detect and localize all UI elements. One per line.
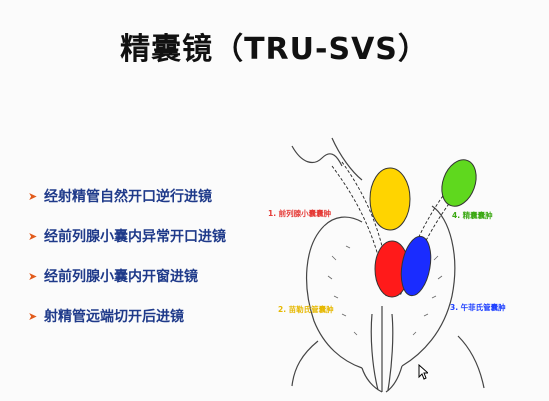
bullet-text: 经前列腺小囊内开窗进镜 <box>44 269 198 285</box>
label-mullerian-duct-cyst: 2. 苗勒氏管囊肿 <box>278 304 334 314</box>
mouse-pointer-icon <box>418 364 428 380</box>
bullet-text: 经射精管自然开口逆行进镜 <box>44 189 212 205</box>
label-wolffian-duct-cyst: 3. 午菲氏管囊肿 <box>450 302 506 312</box>
label-seminal-vesicle-cyst: 4. 精囊囊肿 <box>452 210 493 220</box>
arrow-right-icon: ➤ <box>28 229 38 243</box>
arrow-right-icon: ➤ <box>28 269 38 283</box>
label-prostatic-utricle-cyst: 1. 前列腺小囊囊肿 <box>268 208 332 218</box>
bullet-list: ➤ 经射精管自然开口逆行进镜 ➤ 经前列腺小囊内异常开口进镜 ➤ 经前列腺小囊内… <box>28 186 226 346</box>
bullet-item: ➤ 射精管远端切开后进镜 <box>28 306 226 326</box>
bullet-item: ➤ 经射精管自然开口逆行进镜 <box>28 186 226 206</box>
slide-title: 精囊镜（TRU-SVS） <box>120 32 429 67</box>
tissue-hatching <box>327 245 443 336</box>
bullet-item: ➤ 经前列腺小囊内异常开口进镜 <box>28 226 226 246</box>
anatomy-outline <box>291 137 485 393</box>
yellow-cyst <box>369 167 411 231</box>
bullet-text: 经前列腺小囊内异常开口进镜 <box>44 229 226 245</box>
arrow-right-icon: ➤ <box>28 309 38 323</box>
bullet-text: 射精管远端切开后进镜 <box>44 309 184 325</box>
bullet-item: ➤ 经前列腺小囊内开窗进镜 <box>28 266 226 286</box>
green-cyst <box>441 159 477 207</box>
blue-cyst <box>400 235 432 297</box>
arrow-right-icon: ➤ <box>28 189 38 203</box>
anatomy-diagram: 1. 前列腺小囊囊肿 4. 精囊囊肿 2. 苗勒氏管囊肿 3. 午菲氏管囊肿 <box>268 137 506 393</box>
